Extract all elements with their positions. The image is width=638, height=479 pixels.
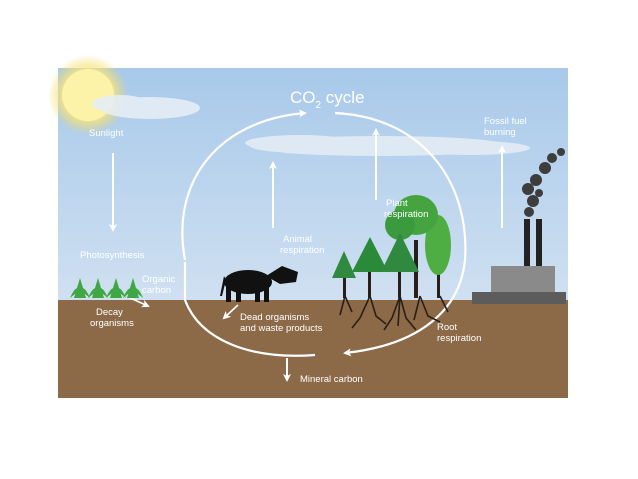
label-fossil-fuel-burning: Fossil fuel burning <box>484 116 529 138</box>
label-photosynthesis: Photosynthesis <box>80 250 145 261</box>
factory-icon <box>472 219 566 304</box>
tree-roots <box>339 295 449 331</box>
cow-icon <box>220 266 298 302</box>
cycle-arrow-right <box>334 111 467 357</box>
diagram-title: CO2 cycle <box>290 88 365 111</box>
label-root-respiration: Root respiration <box>437 322 481 344</box>
dead-organisms-arrow <box>222 304 239 320</box>
label-sunlight: Sunlight <box>89 128 124 139</box>
cycle-arrow-bottom <box>183 262 316 357</box>
label-dead-organisms: Dead organisms and waste products <box>240 312 323 334</box>
smoke <box>522 148 565 217</box>
label-plant-respiration: Plant respiration <box>384 198 428 220</box>
small-plants <box>70 278 143 298</box>
cycle-arrow-top <box>181 109 307 261</box>
soil <box>58 300 568 398</box>
label-organic-carbon: Organic carbon <box>142 274 178 296</box>
label-animal-respiration: Animal respiration <box>280 234 324 256</box>
label-decay-organisms: Decay organisms <box>90 307 134 329</box>
label-mineral-carbon: Mineral carbon <box>300 374 363 385</box>
organic-carbon-arrow <box>127 296 150 308</box>
cloud-left <box>92 95 200 119</box>
trees <box>332 195 451 298</box>
